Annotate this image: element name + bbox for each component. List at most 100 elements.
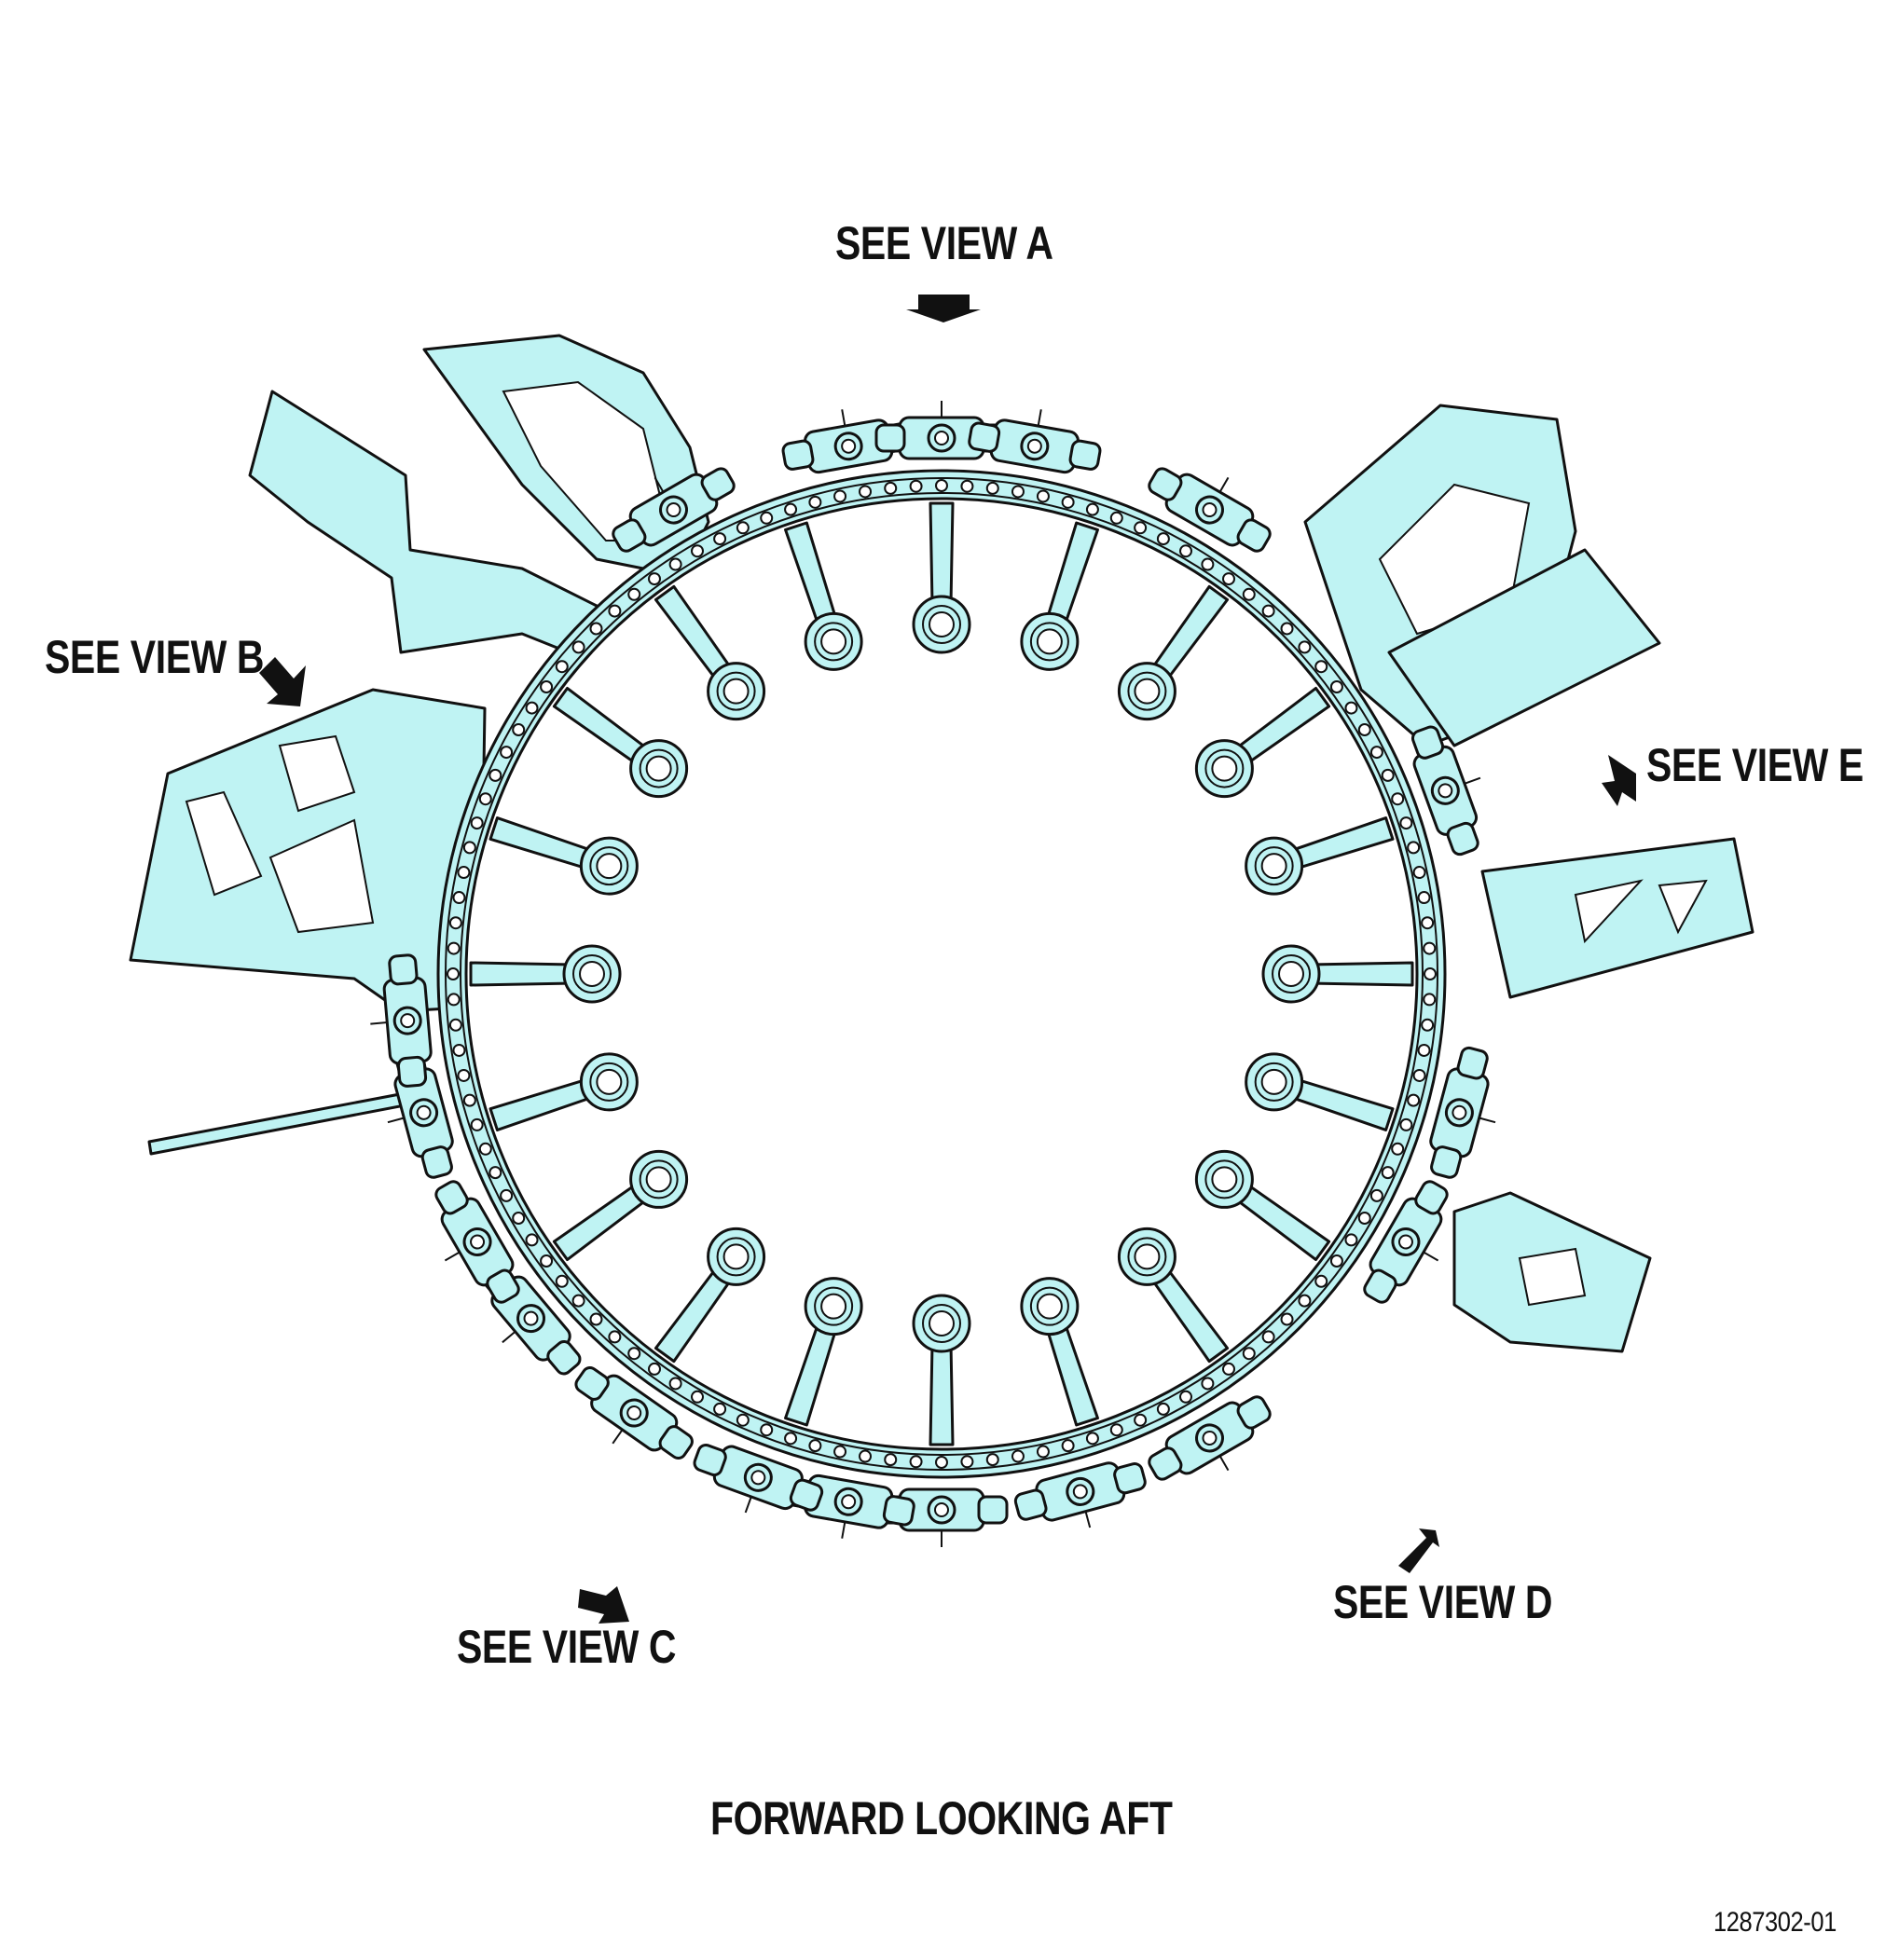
ring-bolt-hole xyxy=(1344,1233,1358,1247)
ring-bolt-hole xyxy=(627,1347,641,1361)
ring-bolt-hole xyxy=(452,1043,466,1057)
actuator xyxy=(968,409,1102,474)
ring-bolt-hole xyxy=(1134,521,1148,535)
ring-bolt-hole xyxy=(1085,502,1099,516)
ring-bolt-hole xyxy=(608,604,622,618)
ring-bolt-hole xyxy=(1179,1390,1192,1404)
arrow-view-e xyxy=(1602,755,1636,806)
ring-bolt-hole xyxy=(478,1142,492,1156)
ring-bolt-hole xyxy=(1344,701,1358,715)
callout-view-b: SEE VIEW B xyxy=(45,631,265,683)
ring-bolt-hole xyxy=(1314,660,1328,674)
ring-bolt-hole xyxy=(668,1377,682,1391)
ring-bolt-hole xyxy=(1011,485,1025,499)
link-eye-hole xyxy=(1260,853,1287,880)
ring-bolt-hole xyxy=(512,723,526,736)
ring-bolt-hole xyxy=(1369,1188,1383,1202)
ring-bolt-hole xyxy=(648,1362,662,1376)
ring-bolt-hole xyxy=(960,1455,974,1469)
arrow-view-a xyxy=(906,295,981,322)
link-eye-bore xyxy=(639,748,679,788)
link-eye-bore xyxy=(572,954,612,994)
ring-bolt-hole xyxy=(648,572,662,586)
ring-bolt-hole xyxy=(960,479,974,493)
ring-bolt-hole xyxy=(1221,572,1235,586)
link-eye-hole xyxy=(1134,1243,1161,1270)
ring-inner xyxy=(464,497,1419,1451)
ring-bolt-hole xyxy=(457,866,471,880)
ring-bolt-hole xyxy=(833,489,847,503)
ring-bolt-hole xyxy=(555,660,569,674)
ring-bolt-hole xyxy=(1391,1142,1405,1156)
link-eye-bore xyxy=(589,1062,629,1102)
ring-bolt-hole xyxy=(884,481,898,495)
link-eye-hole xyxy=(722,678,750,705)
callout-arrows xyxy=(259,295,1636,1624)
ring-bolt-hole xyxy=(1280,1312,1294,1326)
ring-bolt-hole xyxy=(1298,1294,1312,1308)
ring-bolt-hole xyxy=(935,1456,948,1469)
link-eye-bore xyxy=(1204,748,1245,788)
ring-bolt-hole xyxy=(760,1423,774,1437)
ring-bolt-hole xyxy=(1061,495,1075,509)
ring-bolt-hole xyxy=(447,993,461,1007)
ring-bolt-hole xyxy=(691,544,704,558)
link-eye-bore xyxy=(922,1304,961,1343)
ring-bolt-hole xyxy=(448,1018,462,1032)
ring-bolt-hole xyxy=(909,479,923,493)
ring-bolt-hole xyxy=(691,1390,704,1404)
ring-bolt-hole xyxy=(1424,967,1437,980)
ring-bolt-hole xyxy=(540,680,554,694)
link-eye-bore xyxy=(589,846,629,886)
ring-bolt-hole xyxy=(859,485,873,499)
ring-bolt-hole xyxy=(470,816,484,830)
ring-bolt-hole xyxy=(627,587,641,601)
ring-bolt-hole xyxy=(1061,1439,1075,1453)
ring-bolt-hole xyxy=(1179,544,1192,558)
ring-bolt-hole xyxy=(1261,604,1275,618)
ring-bolt-hole xyxy=(1417,1043,1431,1057)
ring-bolt-hole xyxy=(1314,1274,1328,1288)
ring-bolt-hole xyxy=(808,495,822,509)
ring-bolt-hole xyxy=(1221,1362,1235,1376)
link-eye-hole xyxy=(820,628,847,655)
link-eye-hole xyxy=(579,961,605,987)
link-eye-hole xyxy=(1211,755,1238,782)
ring-bolt-hole xyxy=(1391,792,1405,806)
link-eye-hole xyxy=(1134,678,1161,705)
figure-number: 1287302-01 xyxy=(1713,1907,1837,1938)
link-eye-bore xyxy=(814,622,854,662)
link-eye-bore xyxy=(1254,846,1294,886)
ring-bolt-hole xyxy=(1329,680,1343,694)
link-eye-hole xyxy=(1278,961,1304,987)
ring-bolt-hole xyxy=(833,1445,847,1459)
ring-bolt-hole xyxy=(488,1166,502,1180)
actuator xyxy=(1148,1395,1272,1481)
link-eye-hole xyxy=(722,1243,750,1270)
link-eye-bore xyxy=(639,1159,679,1199)
actuator xyxy=(612,467,736,553)
ring-bolt-hole xyxy=(1407,841,1421,855)
ring-bolt-hole xyxy=(1381,768,1395,782)
ring-bolt-hole xyxy=(1381,1166,1395,1180)
ring-bolt-hole xyxy=(1369,746,1383,760)
link-eye-bore xyxy=(1254,1062,1294,1102)
ring-bolt-hole xyxy=(512,1212,526,1225)
ring-bolt-hole xyxy=(571,640,585,654)
link-eye-bore xyxy=(716,1237,756,1277)
ring-bolt-hole xyxy=(1421,916,1435,930)
link-eye-bore xyxy=(1127,671,1167,711)
link-arms xyxy=(469,501,1414,1446)
ring-bolt-hole xyxy=(589,1312,603,1326)
ring-bolt-hole xyxy=(1201,1377,1215,1391)
ring-bolt-hole xyxy=(1421,1018,1435,1032)
ring-bolt-hole xyxy=(1156,1402,1170,1416)
link-eye-bore xyxy=(716,671,756,711)
link-eye-bore xyxy=(922,605,961,644)
ring-bolt-hole xyxy=(784,1432,798,1446)
actuator xyxy=(1148,467,1272,553)
bracket-right-upper xyxy=(1387,548,1661,747)
actuator xyxy=(574,1366,694,1460)
ring-bolt-hole xyxy=(1412,1068,1426,1082)
